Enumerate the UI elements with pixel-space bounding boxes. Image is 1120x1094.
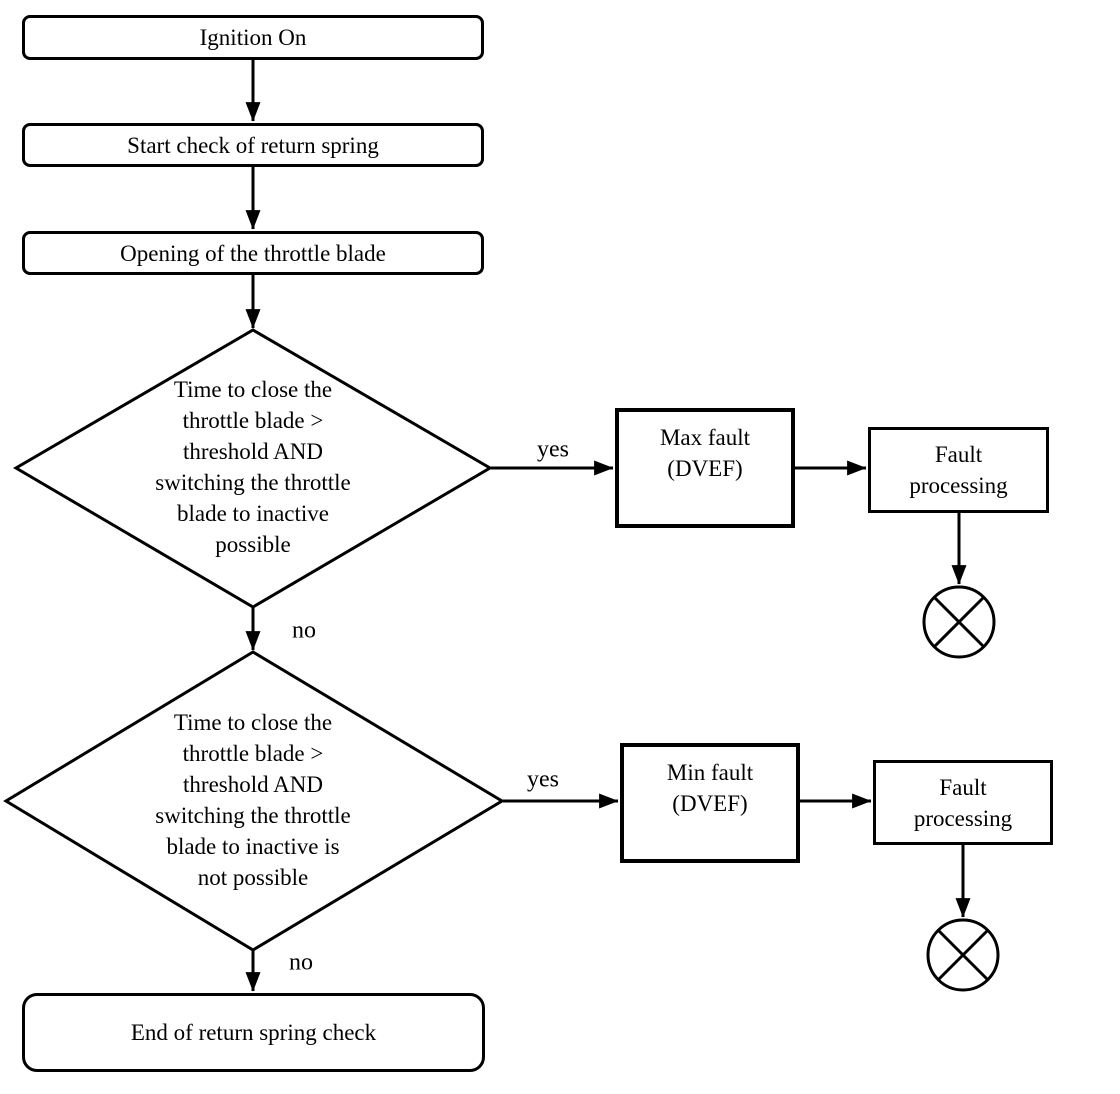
node-fault-processing-1: Fault processing: [868, 427, 1049, 513]
node-start-check: Start check of return spring: [22, 123, 484, 167]
decision-2-label: Time to close the throttle blade > thres…: [155, 710, 351, 890]
node-opening-throttle-blade: Opening of the throttle blade: [22, 231, 484, 275]
node-fault-processing-2: Fault processing: [873, 760, 1053, 845]
terminator-circle-2: [926, 918, 1000, 992]
terminator-circle-1: [922, 585, 996, 659]
edge-label-no-2: no: [287, 949, 315, 977]
node-ignition-on: Ignition On: [22, 15, 484, 60]
node-min-fault: Min fault (DVEF): [620, 743, 800, 863]
edge-label-yes-2: yes: [525, 766, 561, 794]
node-end-check: End of return spring check: [22, 993, 485, 1072]
node-max-fault: Max fault (DVEF): [615, 408, 795, 528]
edge-label-yes-1: yes: [535, 436, 571, 464]
edge-label-no-1: no: [290, 617, 318, 645]
decision-1-label: Time to close the throttle blade > thres…: [155, 377, 351, 557]
